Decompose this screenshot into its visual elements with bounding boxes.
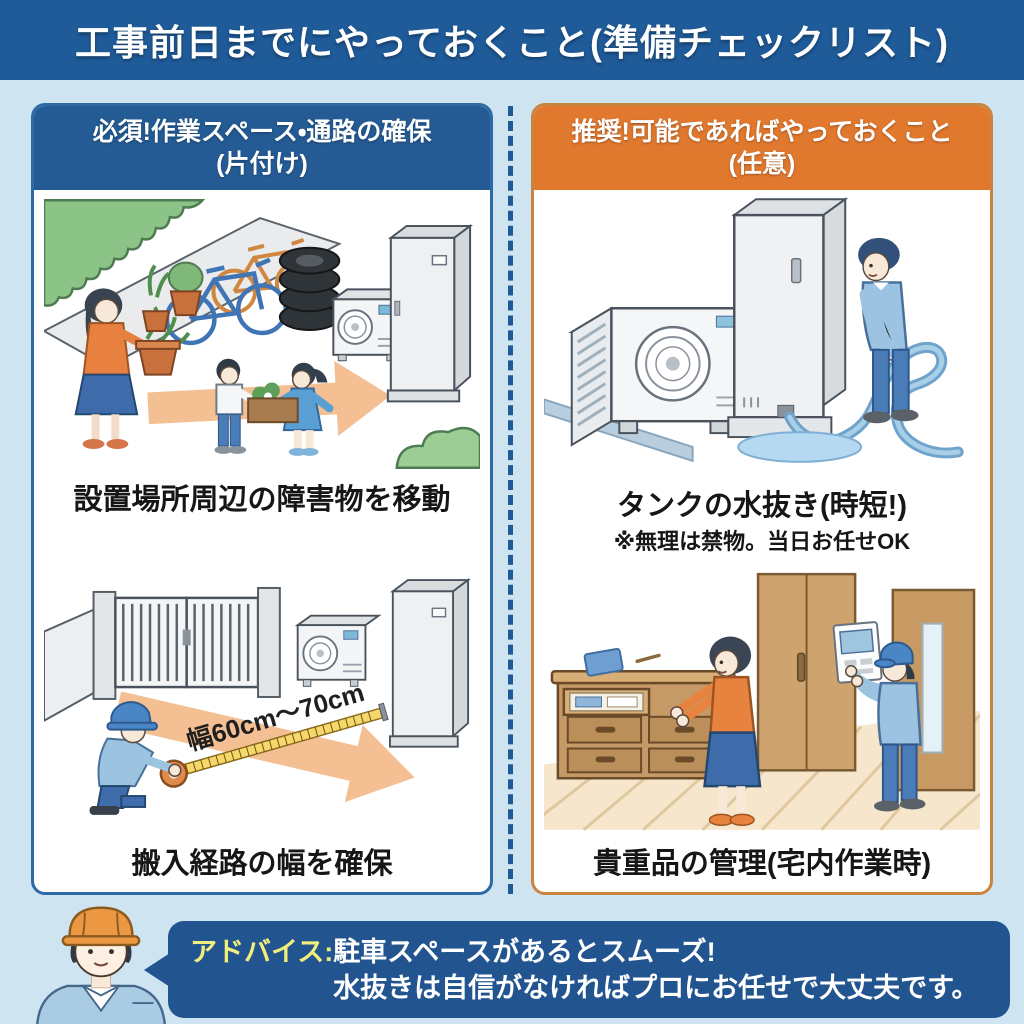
water-puddle [737,431,863,463]
tablet [583,647,624,677]
required-header-line1: 必須!作業スペース・通路の確保 [92,117,432,146]
heat-pump-unit [330,288,418,362]
required-panel-header: 必須!作業スペース・通路の確保 (片付け) [34,106,490,190]
woman-storing-valuables [670,636,762,827]
measure-path-svg: 幅60cm〜70cm [44,560,480,828]
recommended-panel-header: 推奨!可能であればやっておくこと (任意) [534,106,990,190]
recommended-header-line2: (任意) [728,150,796,178]
note-tank-drain: ※無理は禁物。当日お任せOK [613,529,911,554]
recommended-panel: 推奨!可能であればやっておくこと (任意) [531,103,993,895]
illustration-measure-path: 幅60cm〜70cm [44,558,480,830]
measuring-worker [89,701,182,815]
tank-drain-svg [544,195,980,477]
tire-stack [278,246,341,332]
man-draining-tank [858,237,919,424]
advice-text: 駐車スペースがあるとスムーズ! 水抜きは自信がなければプロにお任せで大丈夫です。 [333,934,978,1007]
title-banner: 工事前日までにやっておくこと(準備チェックリスト) [0,0,1024,80]
advice-label: アドバイス: [190,937,334,967]
gate [114,596,260,689]
hedge [44,198,206,307]
children-carrying-planter [214,358,334,456]
valuables-svg [544,562,980,831]
illustration-clear-obstacles [44,198,480,470]
advisor-avatar-svg [36,906,166,1024]
woman-carrying-pot [74,288,191,449]
caption-valuables: 貴重品の管理(宅内作業時) [592,848,932,880]
illustration-valuables [544,561,980,831]
drain-hose [777,341,964,459]
clear-obstacles-svg [44,198,480,470]
recommended-header-line1: 推奨!可能であればやっておくこと [571,117,953,146]
advice-bubble: アドバイス: 駐車スペースがあるとスムーズ! 水抜きは自信がなければプロにお任せ… [144,921,1010,1018]
required-panel: 必須!作業スペース・通路の確保 (片付け) [31,103,493,895]
heat-pump-unit [294,614,382,687]
caption-measure-path: 搬入経路の幅を確保 [131,848,393,880]
bush [395,426,480,470]
water-tank-unit [389,578,471,748]
page-title: 工事前日までにやっておくこと(準備チェックリスト) [74,22,950,63]
heat-pump-unit [568,306,746,447]
advice-line2: 水抜きは自信がなければプロにお任せで大丈夫です。 [333,973,979,1004]
open-drawer [562,687,651,717]
caption-clear-obstacles: 設置場所周辺の障害物を移動 [73,484,451,516]
panel-divider [508,106,513,894]
required-header-line2: (片付け) [216,150,308,178]
water-tank-unit [386,224,474,403]
illustration-tank-drain [544,194,980,478]
panel-worker [844,641,926,812]
advisor-avatar [20,898,182,1024]
water-tank-unit [727,197,849,439]
potted-plants [141,261,204,333]
caption-tank-drain: タンクの水抜き(時短!) [617,490,907,522]
advice-line1: 駐車スペースがあるとスムーズ! [333,937,716,967]
